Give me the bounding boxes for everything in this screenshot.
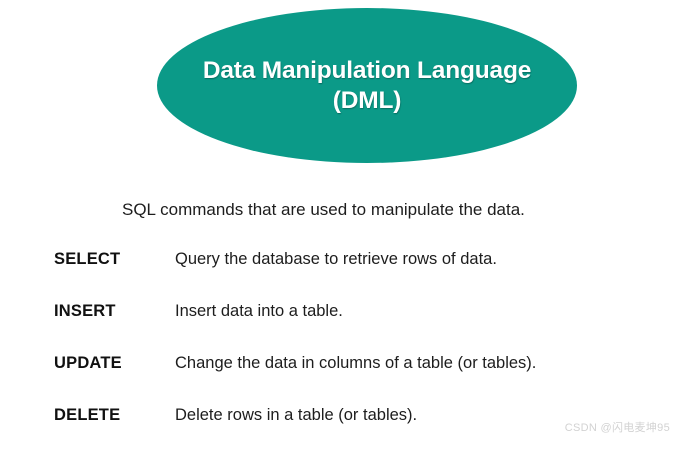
- command-name: INSERT: [54, 302, 116, 320]
- command-description: Change the data in columns of a table (o…: [175, 354, 537, 372]
- command-list: SELECT Query the database to retrieve ro…: [0, 250, 680, 458]
- intro-text: SQL commands that are used to manipulate…: [122, 200, 525, 219]
- title-line-1: Data Manipulation Language: [202, 56, 532, 84]
- command-row-delete: DELETE Delete rows in a table (or tables…: [0, 406, 680, 458]
- command-row-update: UPDATE Change the data in columns of a t…: [0, 354, 680, 406]
- command-description: Query the database to retrieve rows of d…: [175, 250, 497, 268]
- command-name: DELETE: [54, 406, 121, 424]
- title-ellipse: Data Manipulation Language (DML): [157, 8, 577, 163]
- watermark: CSDN @闪电麦坤95: [564, 422, 670, 434]
- command-name: SELECT: [54, 250, 121, 268]
- slide-canvas: Data Manipulation Language (DML) SQL com…: [54, 8, 670, 434]
- command-row-select: SELECT Query the database to retrieve ro…: [0, 250, 680, 302]
- command-name: UPDATE: [54, 354, 122, 372]
- command-description: Delete rows in a table (or tables).: [175, 406, 418, 424]
- command-row-insert: INSERT Insert data into a table.: [0, 302, 680, 354]
- command-description: Insert data into a table.: [175, 302, 343, 320]
- title-line-2: (DML): [332, 86, 402, 114]
